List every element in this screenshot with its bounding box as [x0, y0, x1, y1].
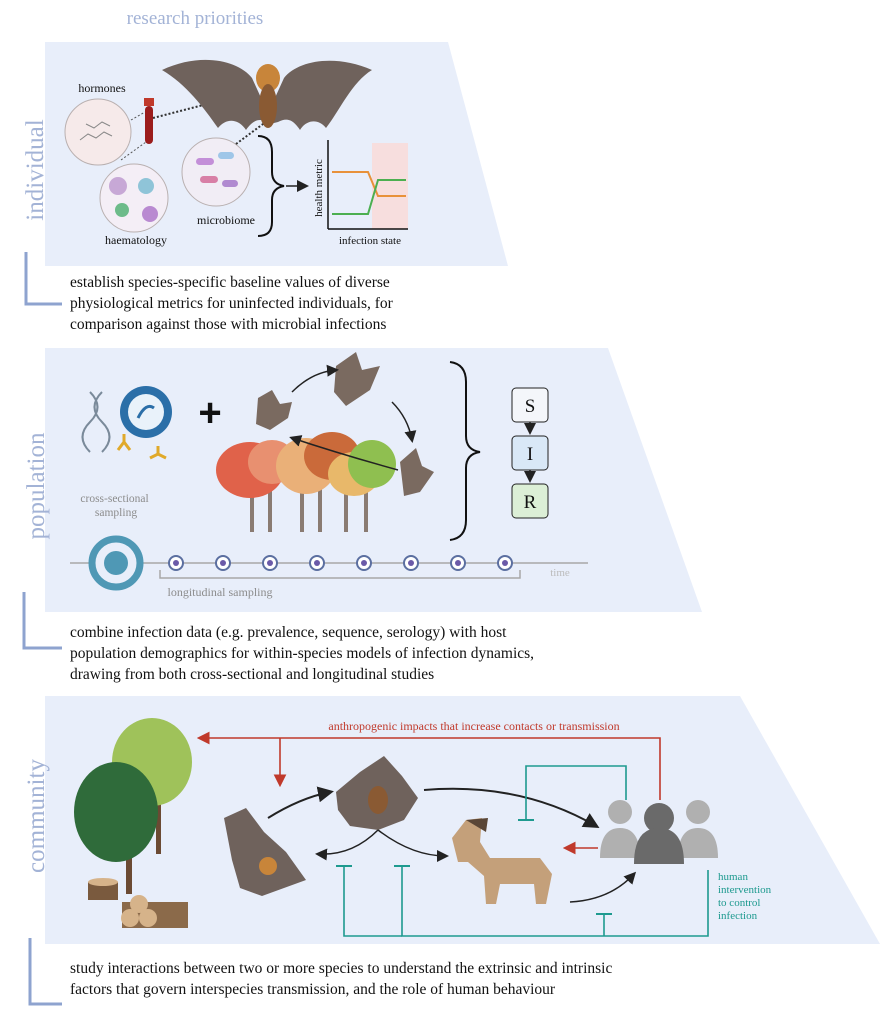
intervention-line-2: intervention — [718, 884, 772, 896]
cycle-arrow-2 — [391, 401, 417, 443]
time-label: time — [550, 567, 570, 579]
microbiome-label: microbiome — [197, 213, 255, 227]
bat-illustration-individual — [162, 59, 372, 130]
longitudinal-point-dot — [455, 560, 461, 566]
intervention-label: human intervention to control infection — [718, 871, 774, 922]
longitudinal-point-dot — [314, 560, 320, 566]
haematology-label: haematology — [105, 233, 167, 247]
population-caption-bracket — [22, 592, 62, 650]
bat-icon-pop-1 — [256, 390, 292, 430]
virus-icon — [120, 386, 172, 438]
intervention-line-upper — [525, 765, 627, 820]
bat-icon-pop-3 — [400, 448, 434, 496]
community-side-label: community — [23, 759, 50, 873]
microbiome-icon — [181, 137, 251, 207]
stump-icon — [88, 878, 118, 900]
individual-brace — [257, 135, 285, 237]
intervention-line-4: infection — [718, 910, 758, 922]
people-icon — [600, 800, 718, 864]
arrow-horse-to-people — [569, 871, 637, 903]
population-side-label: population — [23, 432, 50, 539]
longitudinal-point-dot — [173, 560, 179, 566]
bat-icon-pop-2 — [334, 352, 380, 406]
sir-label-s: S — [525, 396, 536, 417]
sir-box-r — [511, 483, 549, 519]
orange-line — [332, 171, 406, 197]
individual-side-label: individual — [22, 119, 49, 220]
antibody-icon — [116, 434, 167, 460]
intervention-line-lower — [401, 866, 709, 937]
arrow-bat2-to-horse — [377, 829, 449, 862]
cycle-arrow-3 — [289, 435, 399, 471]
intervention-line-3: to control — [718, 897, 760, 909]
plot-xlabel: infection state — [339, 235, 401, 247]
figure-title: research priorities — [127, 8, 264, 29]
sir-label-r: R — [524, 492, 537, 513]
arrow-bat2-to-bat1 — [315, 829, 379, 861]
plot-ylabel: health metric — [313, 159, 325, 217]
community-caption: study interactions between two or more s… — [70, 960, 613, 998]
horse-illustration — [452, 818, 552, 904]
longitudinal-point-dot — [361, 560, 367, 566]
cross-sectional-marker — [88, 535, 144, 591]
arrow-bat1-to-bat2 — [267, 786, 334, 819]
cross-sectional-label: cross-sectional sampling — [80, 493, 151, 519]
dna-icon — [81, 391, 111, 453]
individual-caption-bracket — [24, 252, 62, 306]
anthropogenic-label: anthropogenic impacts that increase cont… — [328, 719, 619, 733]
hormones-label: hormones — [78, 81, 126, 95]
logs-icon — [121, 895, 188, 928]
longitudinal-label: longitudinal sampling — [168, 585, 273, 599]
longitudinal-point-dot — [502, 560, 508, 566]
population-caption: combine infection data (e.g. prevalence,… — [70, 624, 535, 683]
anthro-arrow-to-tree — [196, 731, 661, 800]
tree-illustration — [74, 718, 192, 894]
blood-tube-icon — [144, 98, 154, 144]
haematology-icon — [99, 163, 169, 233]
longitudinal-point-dot — [267, 560, 273, 566]
cross-sectional-line-2: sampling — [95, 507, 137, 519]
longitudinal-point-dot — [220, 560, 226, 566]
bat-illustration-community-1 — [224, 808, 306, 896]
bat-illustration-community-2 — [336, 756, 418, 830]
health-metric-plot — [327, 140, 408, 230]
arrow-bat2-to-people — [423, 787, 600, 829]
longitudinal-point-dot — [408, 560, 414, 566]
green-line — [332, 179, 406, 215]
individual-caption: establish species-specific baseline valu… — [70, 274, 393, 333]
population-brace — [449, 361, 481, 541]
longitudinal-bracket — [159, 570, 521, 579]
forest-illustration — [216, 432, 396, 532]
intervention-line-1: human — [718, 871, 748, 883]
cross-sectional-line-1: cross-sectional — [80, 493, 148, 505]
hormones-icon — [64, 98, 132, 166]
sir-label-i: I — [527, 444, 533, 465]
longitudinal-points — [168, 555, 513, 571]
community-caption-bracket — [28, 938, 62, 1006]
cycle-arrow-1 — [291, 364, 339, 393]
plus-sign: + — [198, 391, 221, 435]
